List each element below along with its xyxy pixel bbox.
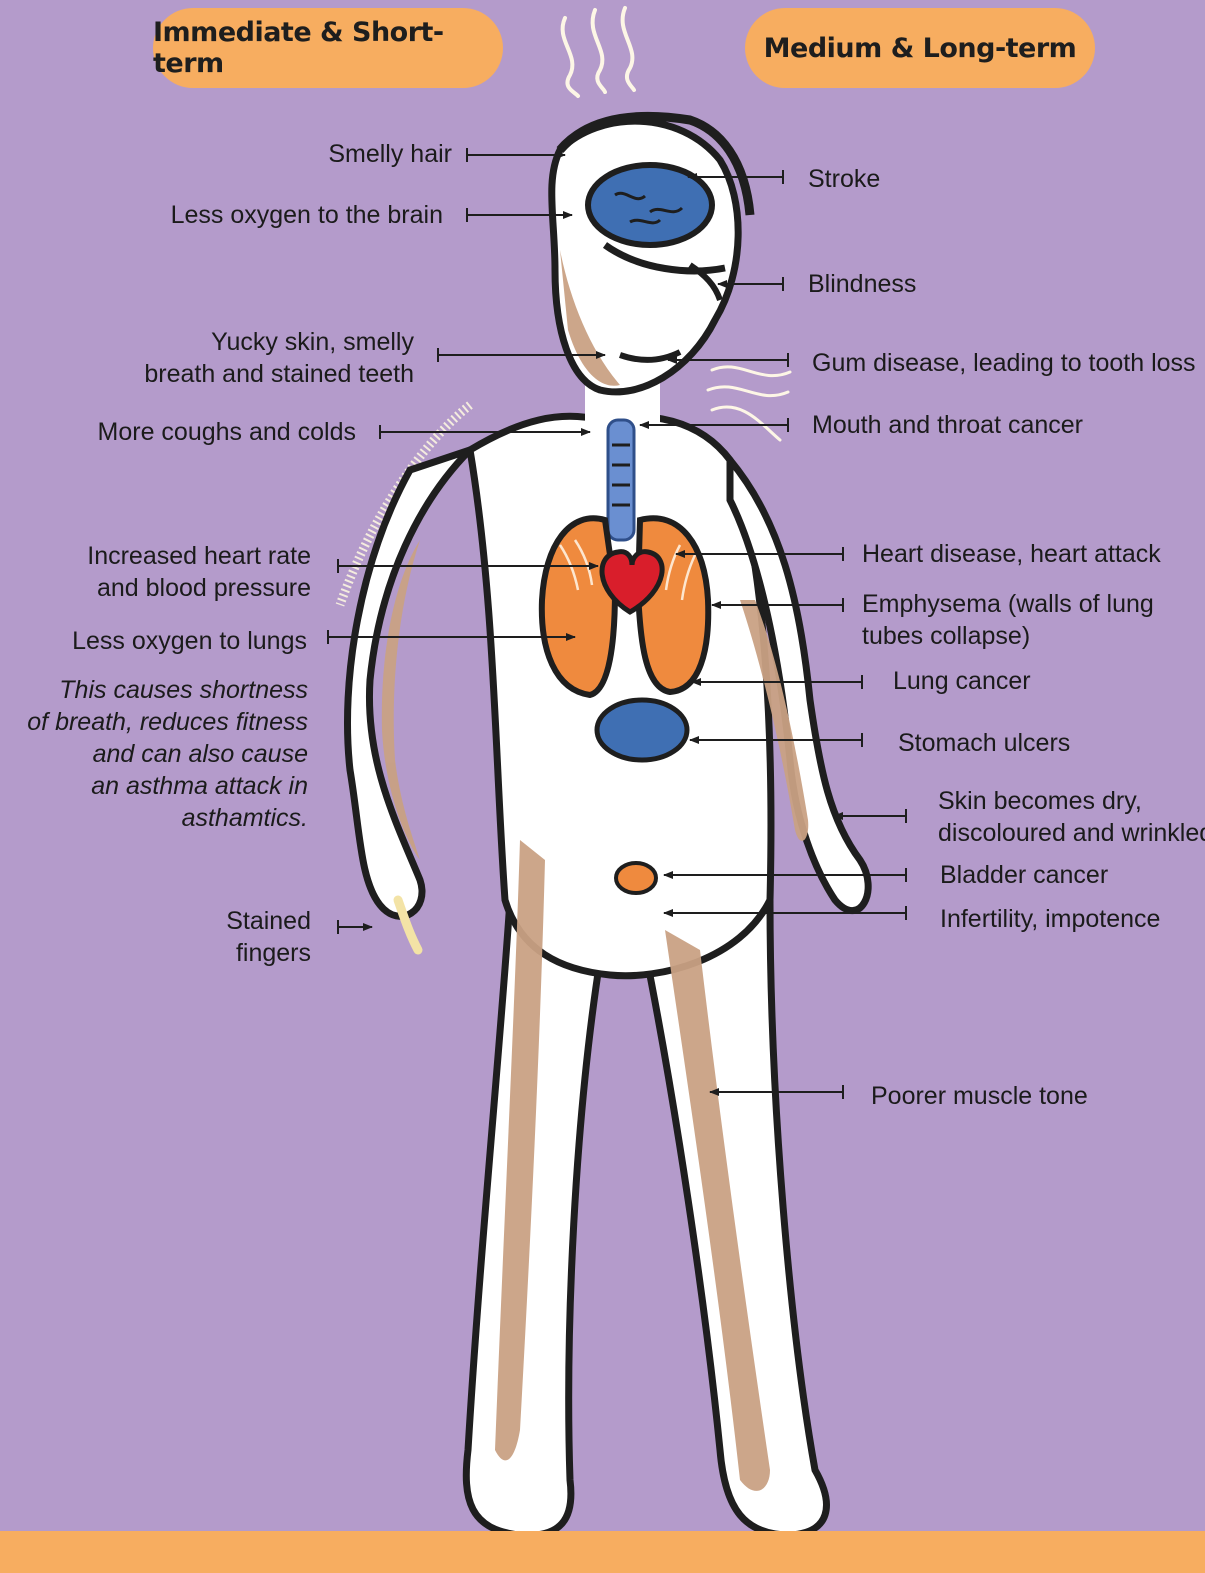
label-bladder-cancer: Bladder cancer [940,859,1108,891]
stomach [597,700,687,760]
note-line-4: an asthma attack in [27,770,308,802]
label-smelly-hair: Smelly hair [328,138,452,170]
label-note: This causes shortness of breath, reduces… [27,674,308,834]
label-stained-fingers-line-1: Stained [226,905,311,937]
label-yucky-skin-line-2: breath and stained teeth [144,358,414,390]
label-gum-disease: Gum disease, leading to tooth loss [812,347,1196,379]
label-coughs-colds: More coughs and colds [98,416,356,448]
label-yucky-skin: Yucky skin, smelly breath and stained te… [144,326,414,390]
body-figure [348,116,869,1535]
label-skin-dry-line-1: Skin becomes dry, [938,785,1205,817]
note-line-2: of breath, reduces fitness [27,706,308,738]
label-stained-fingers: Stained fingers [226,905,311,969]
note-line-3: and can also cause [27,738,308,770]
label-infertility: Infertility, impotence [940,903,1160,935]
label-muscle-tone: Poorer muscle tone [871,1080,1088,1112]
smoke-wisps [563,8,634,96]
stink-lines [708,367,790,440]
label-heart-rate-line-2: and blood pressure [87,572,311,604]
ground-strip [0,1531,1205,1573]
label-less-oxygen-lungs: Less oxygen to lungs [72,625,307,657]
label-emphysema: Emphysema (walls of lung tubes collapse) [862,588,1154,652]
label-yucky-skin-line-1: Yucky skin, smelly [144,326,414,358]
label-blindness: Blindness [808,268,916,300]
label-stroke: Stroke [808,163,880,195]
windpipe [608,420,634,540]
label-lung-cancer: Lung cancer [893,665,1031,697]
label-emphysema-line-1: Emphysema (walls of lung [862,588,1154,620]
label-heart-rate: Increased heart rate and blood pressure [87,540,311,604]
label-skin-dry: Skin becomes dry, discoloured and wrinkl… [938,785,1205,849]
bladder [616,863,656,893]
label-heart-disease: Heart disease, heart attack [862,538,1161,570]
label-mouth-throat-cancer: Mouth and throat cancer [812,409,1083,441]
label-less-oxygen-brain: Less oxygen to the brain [171,199,443,231]
label-stomach-ulcers: Stomach ulcers [898,727,1070,759]
label-stained-fingers-line-2: fingers [226,937,311,969]
label-skin-dry-line-2: discoloured and wrinkled [938,817,1205,849]
note-line-5: asthamtics. [27,802,308,834]
label-heart-rate-line-1: Increased heart rate [87,540,311,572]
label-emphysema-line-2: tubes collapse) [862,620,1154,652]
note-line-1: This causes shortness [27,674,308,706]
